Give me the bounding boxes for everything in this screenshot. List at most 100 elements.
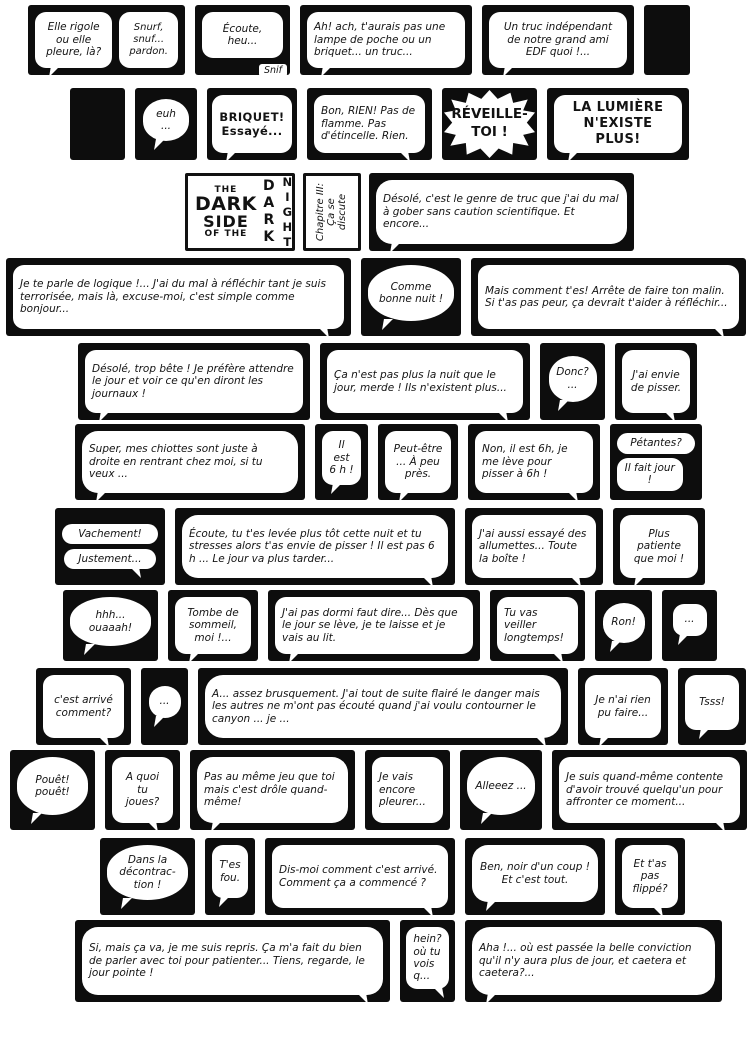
bubble-text: Si, mais ça va, je me suis repris. Ça m'… (89, 942, 365, 980)
speech-bubble: Il fait jour ! (617, 457, 683, 491)
panel: Pas au même jeu que toi mais c'est drôle… (190, 750, 355, 832)
speech-bubble: hhh... ouaaah! (70, 597, 151, 655)
panel: Bon, RIEN! Pas de flamme. Pas d'étincell… (307, 88, 432, 162)
bubble-text: Pas au même jeu que toi mais c'est drôle… (204, 771, 335, 809)
panel: Ah! ach, t'aurais pas une lampe de poche… (300, 5, 472, 77)
panel: Si, mais ça va, je me suis repris. Ça m'… (75, 920, 390, 1004)
bubble-tail (219, 896, 230, 907)
bubble-text: Un truc indépendant de notre grand ami E… (503, 21, 613, 59)
bubble-text: Et t'as pas flippé? (632, 857, 668, 895)
speech-bubble: Super, mes chiottes sont juste à droite … (82, 431, 298, 502)
bubble-text: Tombe de sommeil, moi !... (187, 606, 239, 644)
title-line: SIDE (203, 211, 249, 231)
speech-bubble: Ron! (602, 602, 645, 652)
panel: A... assez brusquement. J'ai tout de sui… (198, 668, 568, 747)
bubble-text: euh ... (156, 107, 176, 132)
bubble-text: Ben, noir d'un coup ! Et c'est tout. (480, 861, 590, 886)
bubble-tail (634, 576, 645, 587)
bubble-text: c'est arrivé comment? (54, 694, 113, 719)
panel: Écoute, heu... Snif (195, 5, 290, 77)
bubble-tail (399, 491, 410, 502)
bubble-tail (486, 993, 497, 1004)
bubble-tail (96, 491, 107, 502)
speech-bubble: Je te parle de logique !... J'ai du mal … (13, 265, 344, 338)
panel: euh ... (135, 88, 197, 160)
bubble-tail (503, 66, 514, 77)
bubble-text: Snurf, snuf... pardon. (129, 22, 168, 57)
speech-bubble: Pétantes? (617, 433, 695, 454)
bubble-tail (567, 491, 578, 502)
speech-bubble: Tombe de sommeil, moi !... (175, 597, 251, 663)
bubble-text: J'ai envie de pisser. (630, 369, 682, 394)
panel: Comme bonne nuit ! (361, 258, 461, 336)
title-vertical-word: NIGHT (280, 174, 295, 250)
bubble-text: Ron! (611, 616, 636, 629)
panel: LA LUMIÈRE N'EXISTE PLUS! (547, 88, 689, 162)
bubble-tail (599, 736, 610, 747)
bubble-text: J'ai pas dormi faut dire... Dès que le j… (282, 606, 458, 644)
panel: hhh... ouaaah! (63, 590, 158, 661)
bubble-tail (99, 411, 110, 422)
speech-bubble: Ça n'est pas plus la nuit que le jour, m… (327, 350, 523, 422)
speech-bubble: ... (148, 685, 181, 727)
bubble-tail (609, 640, 621, 652)
panel: J'ai envie de pisser. (615, 343, 697, 422)
comic-row-6: Super, mes chiottes sont juste à droite … (0, 424, 702, 502)
speech-bubble: Donc? ... (548, 355, 597, 411)
shout-burst-bubble: RÉVEILLE- TOI ! (444, 90, 535, 158)
panel: Super, mes chiottes sont juste à droite … (75, 424, 305, 502)
panel: RÉVEILLE- TOI ! (442, 88, 537, 160)
speech-bubble: Bon, RIEN! Pas de flamme. Pas d'étincell… (314, 95, 425, 162)
panel: Ben, noir d'un coup ! Et c'est tout. (465, 838, 605, 915)
bubble-text: Je n'ai rien pu faire... (595, 694, 651, 719)
bubble-text: Elle rigole ou elle pleure, là? (46, 21, 102, 59)
speech-bubble: Dans la décontrac- tion ! (107, 845, 188, 909)
speech-bubble: c'est arrivé comment? (43, 675, 124, 747)
panel: A quoi tu joues? (105, 750, 180, 832)
bubble-tail (211, 821, 222, 832)
panel: Désolé, trop bête ! Je préfère attendre … (78, 343, 310, 422)
speech-bubble: A quoi tu joues? (112, 757, 173, 832)
bubble-text: Plus patiente que moi ! (633, 527, 685, 565)
comic-row-9: c'est arrivé comment? ... A... assez bru… (0, 668, 746, 747)
bubble-tail (714, 821, 725, 832)
bubble-tail (399, 151, 410, 162)
bubble-tail (84, 644, 95, 655)
bubble-text: hein? où tu vois q... (413, 933, 442, 983)
bubble-text: Tsss! (699, 696, 725, 709)
bubble-tail (486, 900, 497, 911)
speech-bubble: Mais comment t'es! Arrête de faire ton m… (478, 265, 739, 338)
comic-row-11: Dans la décontrac- tion ! T'es fou. Dis-… (0, 838, 685, 917)
panel: Un truc indépendant de notre grand ami E… (482, 5, 634, 77)
bubble-tail (390, 242, 401, 253)
bubble-tail (130, 567, 142, 579)
speech-bubble: Tsss! (685, 675, 739, 739)
bubble-tail (318, 327, 329, 338)
panel: Non, il est 6h, je me lève pour pisser à… (468, 424, 600, 502)
bubble-tail (557, 399, 569, 411)
speech-bubble: Comme bonne nuit ! (368, 265, 454, 330)
speech-bubble: Je vais encore pleurer... (372, 757, 443, 823)
panel: c'est arrivé comment? (36, 668, 131, 747)
panel: ... (662, 590, 717, 661)
speech-bubble: euh ... (143, 99, 189, 150)
bubble-text: A quoi tu joues? (125, 771, 160, 809)
panel: J'ai pas dormi faut dire... Dès que le j… (268, 590, 480, 663)
panel: Pouêt! pouêt! (10, 750, 95, 830)
speech-bubble: hein? où tu vois q... (406, 927, 449, 998)
bubble-tail (699, 728, 710, 739)
comic-row-2: euh ... BRIQUET! Essayé... Bon, RIEN! Pa… (0, 88, 689, 162)
speech-bubble: Pas au même jeu que toi mais c'est drôle… (197, 757, 348, 832)
speech-bubble: A... assez brusquement. J'ai tout de sui… (205, 675, 561, 747)
bubble-tail (422, 576, 433, 587)
panel: Vachement! Justement... (55, 508, 165, 585)
bubble-text: RÉVEILLE- TOI ! (451, 106, 528, 140)
bubble-text: T'es fou. (219, 859, 241, 884)
bubble-tail (652, 906, 663, 917)
bubble-text: Mais comment t'es! Arrête de faire ton m… (485, 284, 728, 309)
panel: ... (141, 668, 188, 745)
speech-bubble: Et t'as pas flippé? (622, 845, 678, 917)
panel: J'ai aussi essayé des allumettes... Tout… (465, 508, 603, 587)
bubble-text: Écoute, tu t'es levée plus tôt cette nui… (189, 527, 435, 565)
bubble-tail (570, 576, 581, 587)
